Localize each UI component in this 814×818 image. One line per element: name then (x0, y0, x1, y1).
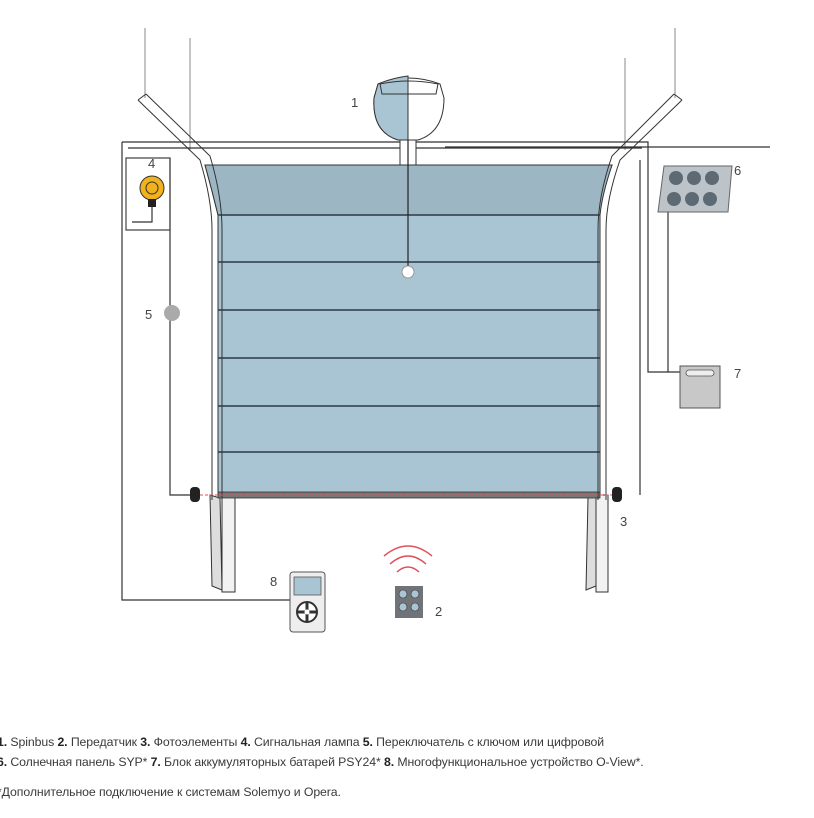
caption-num: 8. (383, 755, 395, 769)
label-oview: 8 (270, 574, 277, 589)
caption-text: Переключатель с ключом или цифровой (372, 735, 605, 749)
photocells (190, 487, 622, 502)
caption-text: Передатчик (67, 735, 141, 749)
signal-waves-icon (383, 545, 433, 573)
caption-num: 3. (140, 735, 151, 749)
label-transmitter: 2 (435, 604, 442, 619)
release-knob-icon (401, 265, 415, 279)
label-opener: 1 (351, 95, 358, 110)
label-battery: 7 (734, 366, 741, 381)
ceiling-hangers (144, 28, 676, 150)
signal-lamp-icon (139, 175, 165, 207)
caption-text: Солнечная панель SYP* (7, 755, 151, 769)
label-lamp: 4 (148, 156, 155, 171)
caption-text: Блок аккумуляторных батарей PSY24* (160, 755, 384, 769)
photocell-left-icon (190, 487, 200, 502)
transmitter-icon (383, 545, 433, 618)
wiring (121, 141, 770, 601)
caption-num: 7. (150, 755, 161, 769)
door-posts (209, 494, 609, 593)
caption-line-2: 6. Солнечная панель SYP* 7. Блок аккумул… (0, 755, 644, 769)
photocell-right-icon (612, 487, 622, 502)
door-tracks (128, 93, 683, 500)
caption-num: 4. (240, 735, 251, 749)
caption-footnote: *Дополнительное подключение к системам S… (0, 785, 341, 799)
caption-num: 5. (362, 735, 373, 749)
battery-pack-icon (679, 365, 721, 409)
spinbus-opener (373, 75, 445, 279)
label-solar-panel: 6 (734, 163, 741, 178)
oview-device-icon (289, 571, 326, 633)
caption-num: 6. (0, 755, 8, 769)
caption-num: 1. (0, 735, 8, 749)
caption-text: Фотоэлементы (150, 735, 241, 749)
label-key-switch: 5 (145, 307, 152, 322)
caption-line-1: 1. Spinbus 2. Передатчик 3. Фотоэлементы… (0, 735, 604, 749)
caption-text: Spinbus (7, 735, 58, 749)
caption-num: 2. (57, 735, 68, 749)
key-switch-icon (164, 305, 180, 321)
caption-text: Многофункциональное устройство O-View*. (394, 755, 644, 769)
solar-panel-icon (657, 165, 733, 213)
label-photocells: 3 (620, 514, 627, 529)
caption-text: Сигнальная лампа (250, 735, 363, 749)
